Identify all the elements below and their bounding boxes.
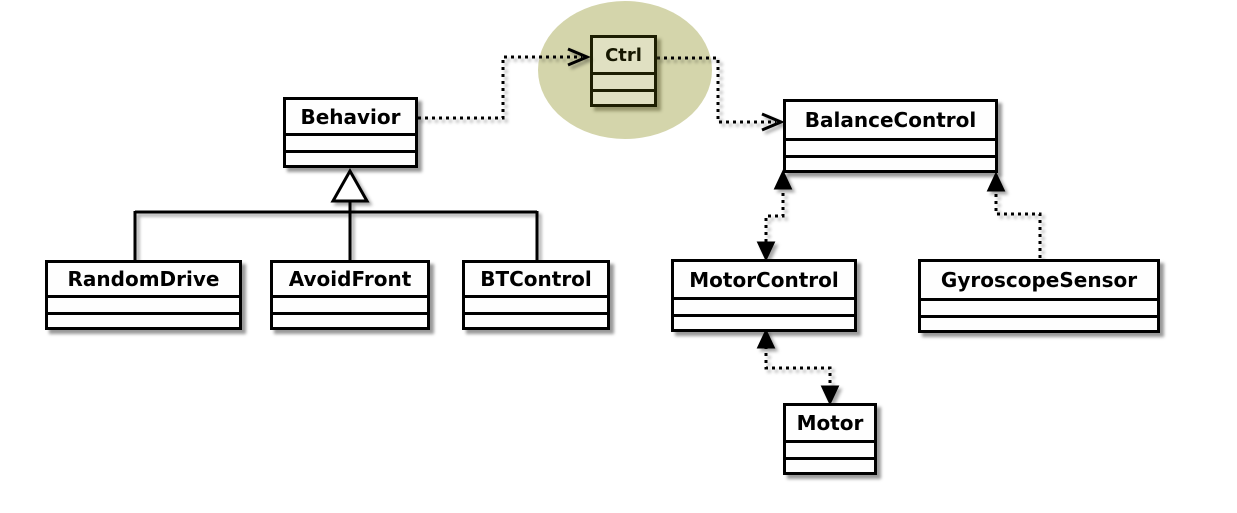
class-name: Behavior [300, 104, 401, 129]
edge-motorcontrol-motor [764, 346, 832, 390]
filled-arrowhead-down-icon [820, 385, 840, 406]
class-name: Ctrl [605, 44, 642, 66]
methods-compartment [465, 312, 607, 327]
class-box-balancecontrol: BalanceControl [783, 99, 998, 173]
class-name: RandomDrive [67, 267, 220, 291]
class-box-randomdrive: RandomDrive [45, 260, 242, 330]
hollow-triangle-arrowhead-icon [330, 167, 370, 203]
attributes-compartment [921, 298, 1157, 315]
edge-gyroscopesensor-to-balancecontrol [994, 190, 1042, 258]
attributes-compartment [786, 138, 995, 155]
methods-compartment [286, 150, 415, 165]
open-arrowhead-icon [761, 112, 785, 132]
class-name: BTControl [480, 267, 592, 291]
class-box-ctrl: Ctrl [590, 35, 657, 107]
attributes-compartment [286, 133, 415, 150]
attributes-compartment [674, 297, 854, 314]
class-name: BalanceControl [804, 108, 977, 132]
attributes-compartment [48, 295, 239, 312]
filled-arrowhead-up-icon [773, 169, 793, 190]
methods-compartment [786, 155, 995, 170]
methods-compartment [674, 314, 854, 329]
edge-balancecontrol-motorcontrol [764, 186, 785, 246]
class-box-motor: Motor [783, 403, 877, 475]
class-name: GyroscopeSensor [940, 268, 1138, 292]
class-name: Motor [796, 411, 864, 435]
highlight-ellipse [538, 1, 712, 139]
open-arrowhead-icon [567, 47, 591, 67]
edge-behavior-to-ctrl [418, 55, 582, 120]
attributes-compartment [593, 72, 654, 89]
class-box-btcontrol: BTControl [462, 260, 610, 330]
edge-ctrl-to-balancecontrol [657, 56, 776, 124]
filled-arrowhead-up-icon [756, 328, 776, 349]
class-name: AvoidFront [288, 267, 412, 291]
filled-arrowhead-down-icon [756, 241, 776, 262]
class-box-avoidfront: AvoidFront [270, 260, 430, 330]
methods-compartment [273, 312, 427, 327]
edge-inheritance-tree [133, 167, 539, 260]
class-box-motorcontrol: MotorControl [671, 259, 857, 332]
methods-compartment [921, 315, 1157, 330]
attributes-compartment [273, 295, 427, 312]
filled-arrowhead-up-icon [986, 171, 1006, 192]
methods-compartment [593, 89, 654, 104]
methods-compartment [786, 457, 874, 472]
class-box-behavior: Behavior [283, 97, 418, 168]
class-name: MotorControl [689, 267, 839, 292]
attributes-compartment [465, 295, 607, 312]
class-box-gyroscopesensor: GyroscopeSensor [918, 259, 1160, 333]
methods-compartment [48, 312, 239, 327]
attributes-compartment [786, 440, 874, 457]
